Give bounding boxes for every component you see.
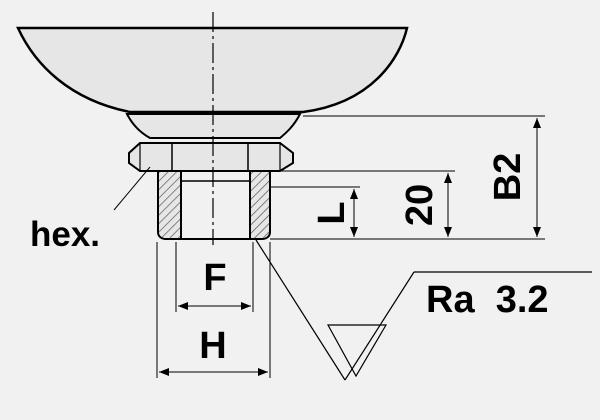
hex-leader	[113, 166, 151, 211]
cup-collar	[125, 113, 302, 139]
dim-20	[444, 173, 452, 237]
label-roughness: Ra 3.2	[426, 279, 549, 321]
label-f: F	[203, 257, 226, 299]
dim-l	[350, 189, 358, 237]
label-20: 20	[399, 184, 441, 226]
label-h: H	[199, 325, 226, 367]
label-b2: B2	[487, 153, 529, 202]
thread-wall-right	[249, 170, 271, 240]
label-l: L	[311, 201, 353, 224]
dim-h	[159, 368, 268, 376]
thread-wall-left	[157, 170, 182, 240]
dim-b2	[533, 118, 541, 237]
roughness-symbol	[255, 239, 592, 381]
hex-nut	[128, 142, 294, 172]
label-hex: hex.	[30, 215, 100, 254]
dim-f	[178, 302, 251, 310]
